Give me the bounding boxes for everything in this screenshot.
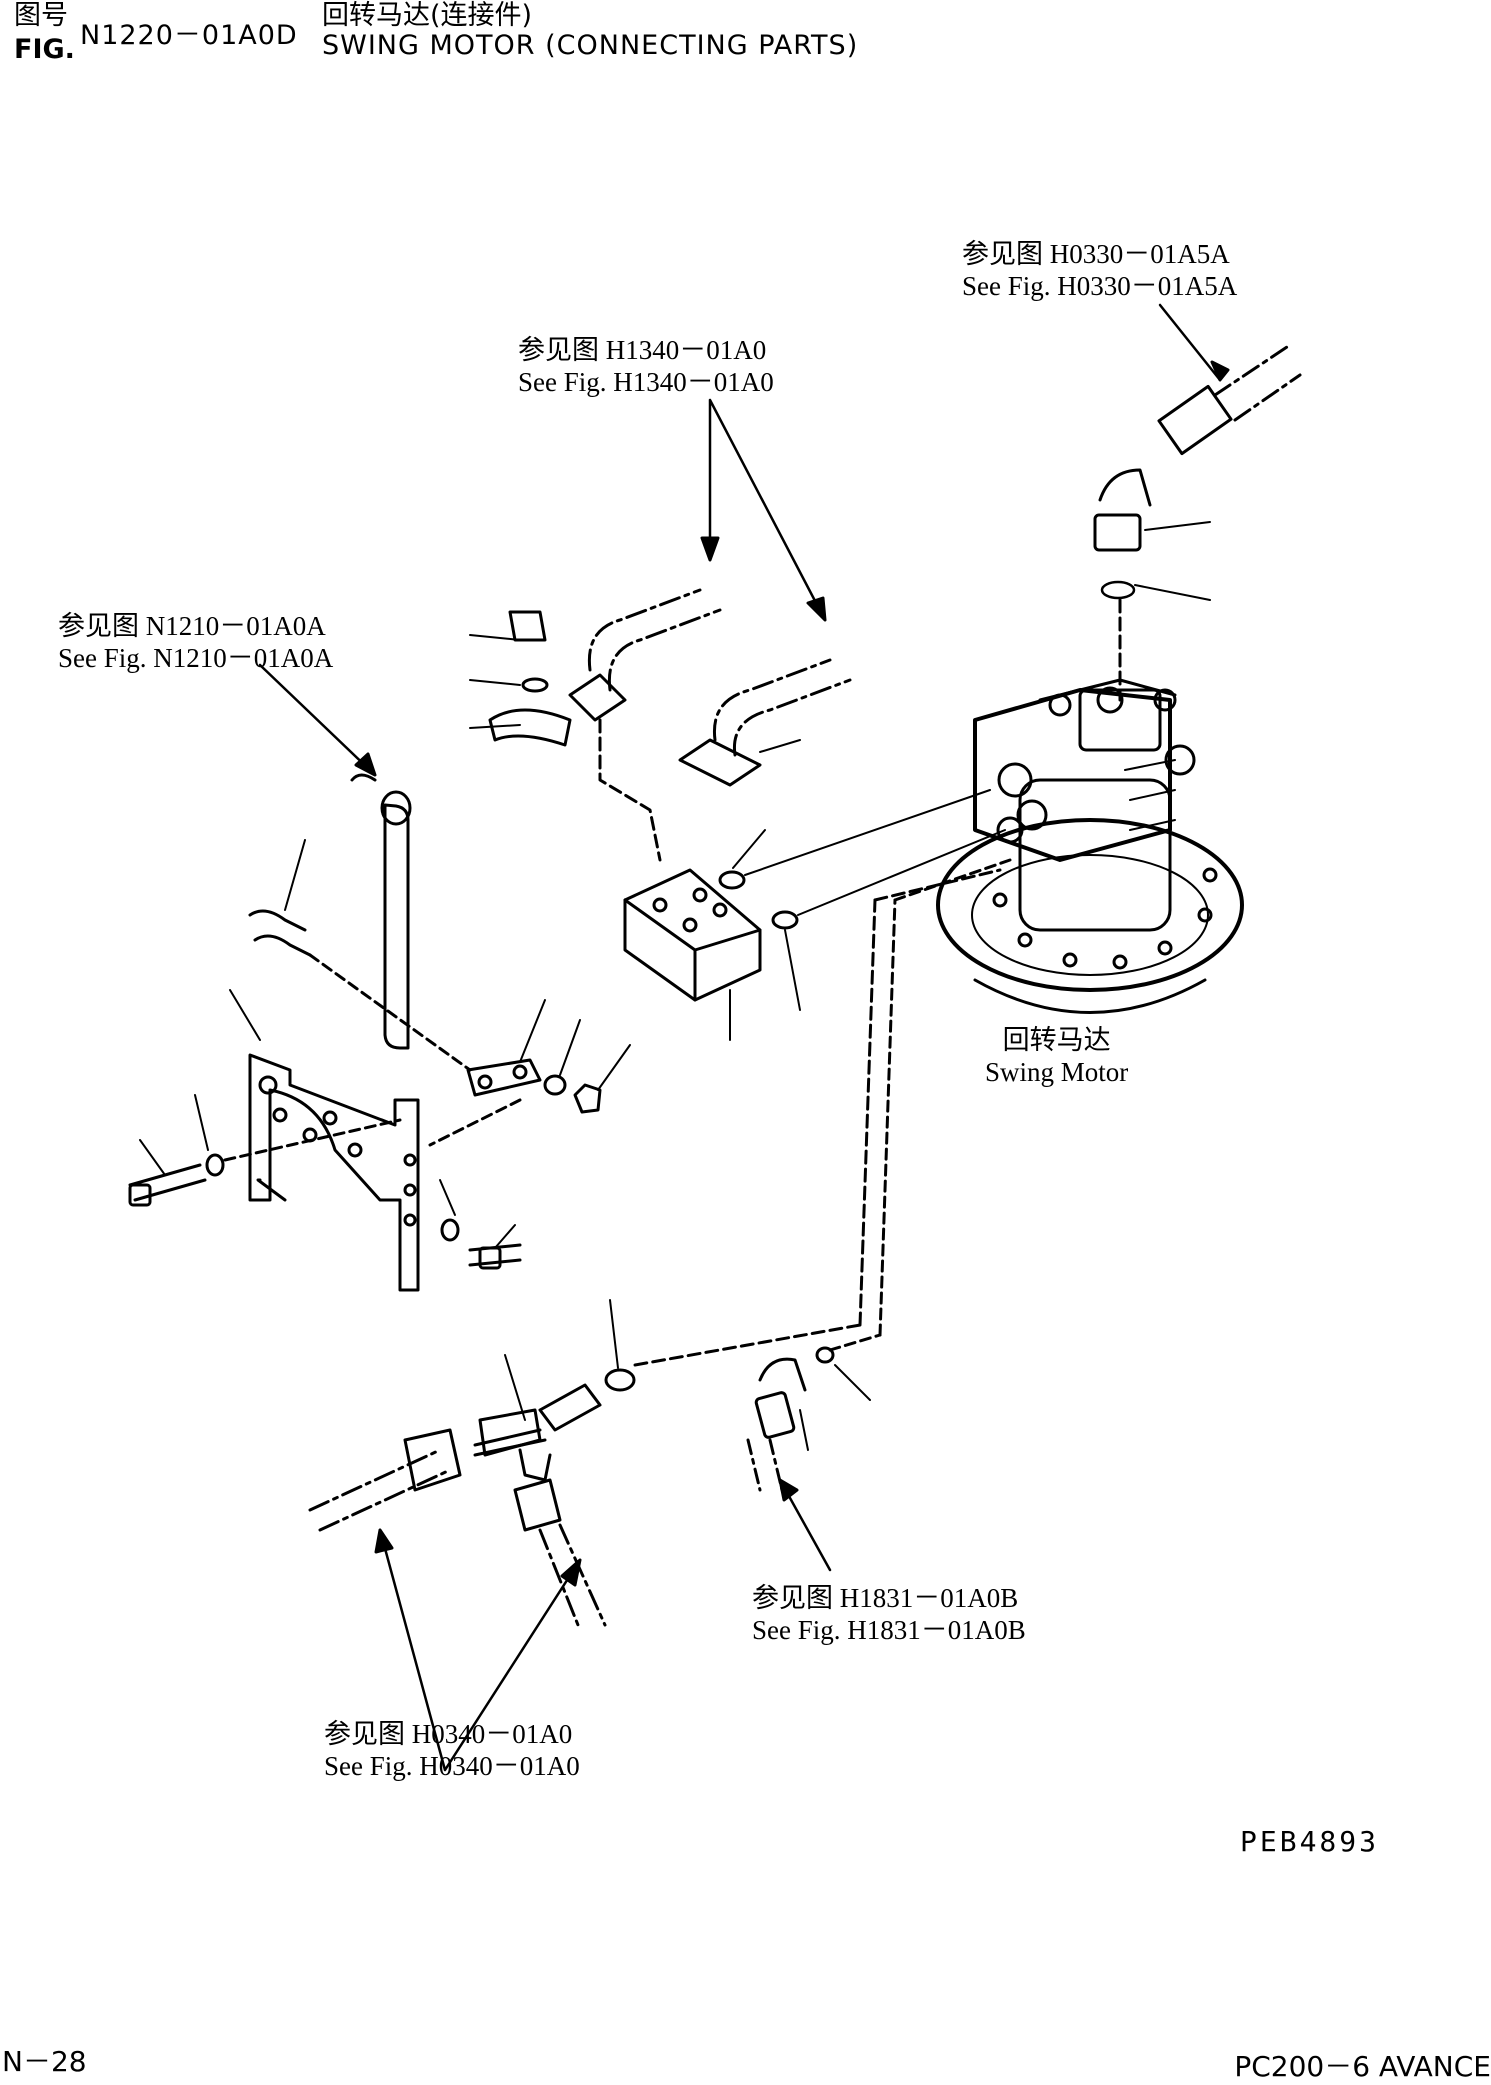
reference-n1210-zh: 参见图 N1210－01A0A	[58, 611, 326, 641]
motor-top-fitting	[1093, 303, 1302, 702]
reference-h1340-zh: 参见图 H1340－01A0	[518, 335, 767, 365]
top-hoses	[469, 398, 852, 862]
reference-h0340: 参见图 H0340－01A0 See Fig. H0340－01A0	[324, 1718, 580, 1782]
reference-h0340-en: See Fig. H0340－01A0	[324, 1751, 580, 1781]
title-zh: 回转马达(连接件)	[322, 0, 533, 31]
reference-h0330-en: See Fig. H0330－01A5A	[962, 271, 1238, 301]
valve-block	[623, 789, 1006, 1041]
fig-label-zh: 图号	[14, 0, 68, 31]
right-lower-fitting	[746, 858, 1012, 1572]
reference-h0330-zh: 参见图 H0330－01A5A	[962, 239, 1230, 269]
reference-h1831: 参见图 H1831－01A0B See Fig. H1831－01A0B	[752, 1582, 1026, 1646]
reference-h1340-en: See Fig. H1340－01A0	[518, 367, 774, 397]
title-en: SWING MOTOR (CONNECTING PARTS)	[322, 30, 859, 61]
drawing-code: PEB4893	[1240, 1825, 1380, 1858]
figure-number: N1220－01A0D	[80, 20, 298, 51]
bracket-assembly	[128, 663, 631, 1292]
page-number: N－28	[2, 2045, 87, 2078]
model-name: PC200－6 AVANCE	[1234, 2050, 1491, 2083]
swing-motor	[936, 678, 1244, 1014]
reference-h1831-zh: 参见图 H1831－01A0B	[752, 1583, 1019, 1613]
swing-motor-label-zh: 回转马达	[1002, 1025, 1111, 1055]
reference-h1831-en: See Fig. H1831－01A0B	[752, 1615, 1026, 1645]
swing-motor-label-en: Swing Motor	[985, 1057, 1129, 1087]
reference-h0330: 参见图 H0330－01A5A See Fig. H0330－01A5A	[962, 238, 1237, 302]
swing-motor-label: 回转马达 Swing Motor	[985, 1024, 1128, 1088]
reference-n1210: 参见图 N1210－01A0A See Fig. N1210－01A0A	[58, 610, 333, 674]
fig-label-en: FIG.	[14, 34, 75, 65]
reference-h1340: 参见图 H1340－01A0 See Fig. H1340－01A0	[518, 334, 774, 398]
lower-fittings	[308, 868, 1002, 1772]
reference-n1210-en: See Fig. N1210－01A0A	[58, 643, 334, 673]
reference-h0340-zh: 参见图 H0340－01A0	[324, 1719, 573, 1749]
